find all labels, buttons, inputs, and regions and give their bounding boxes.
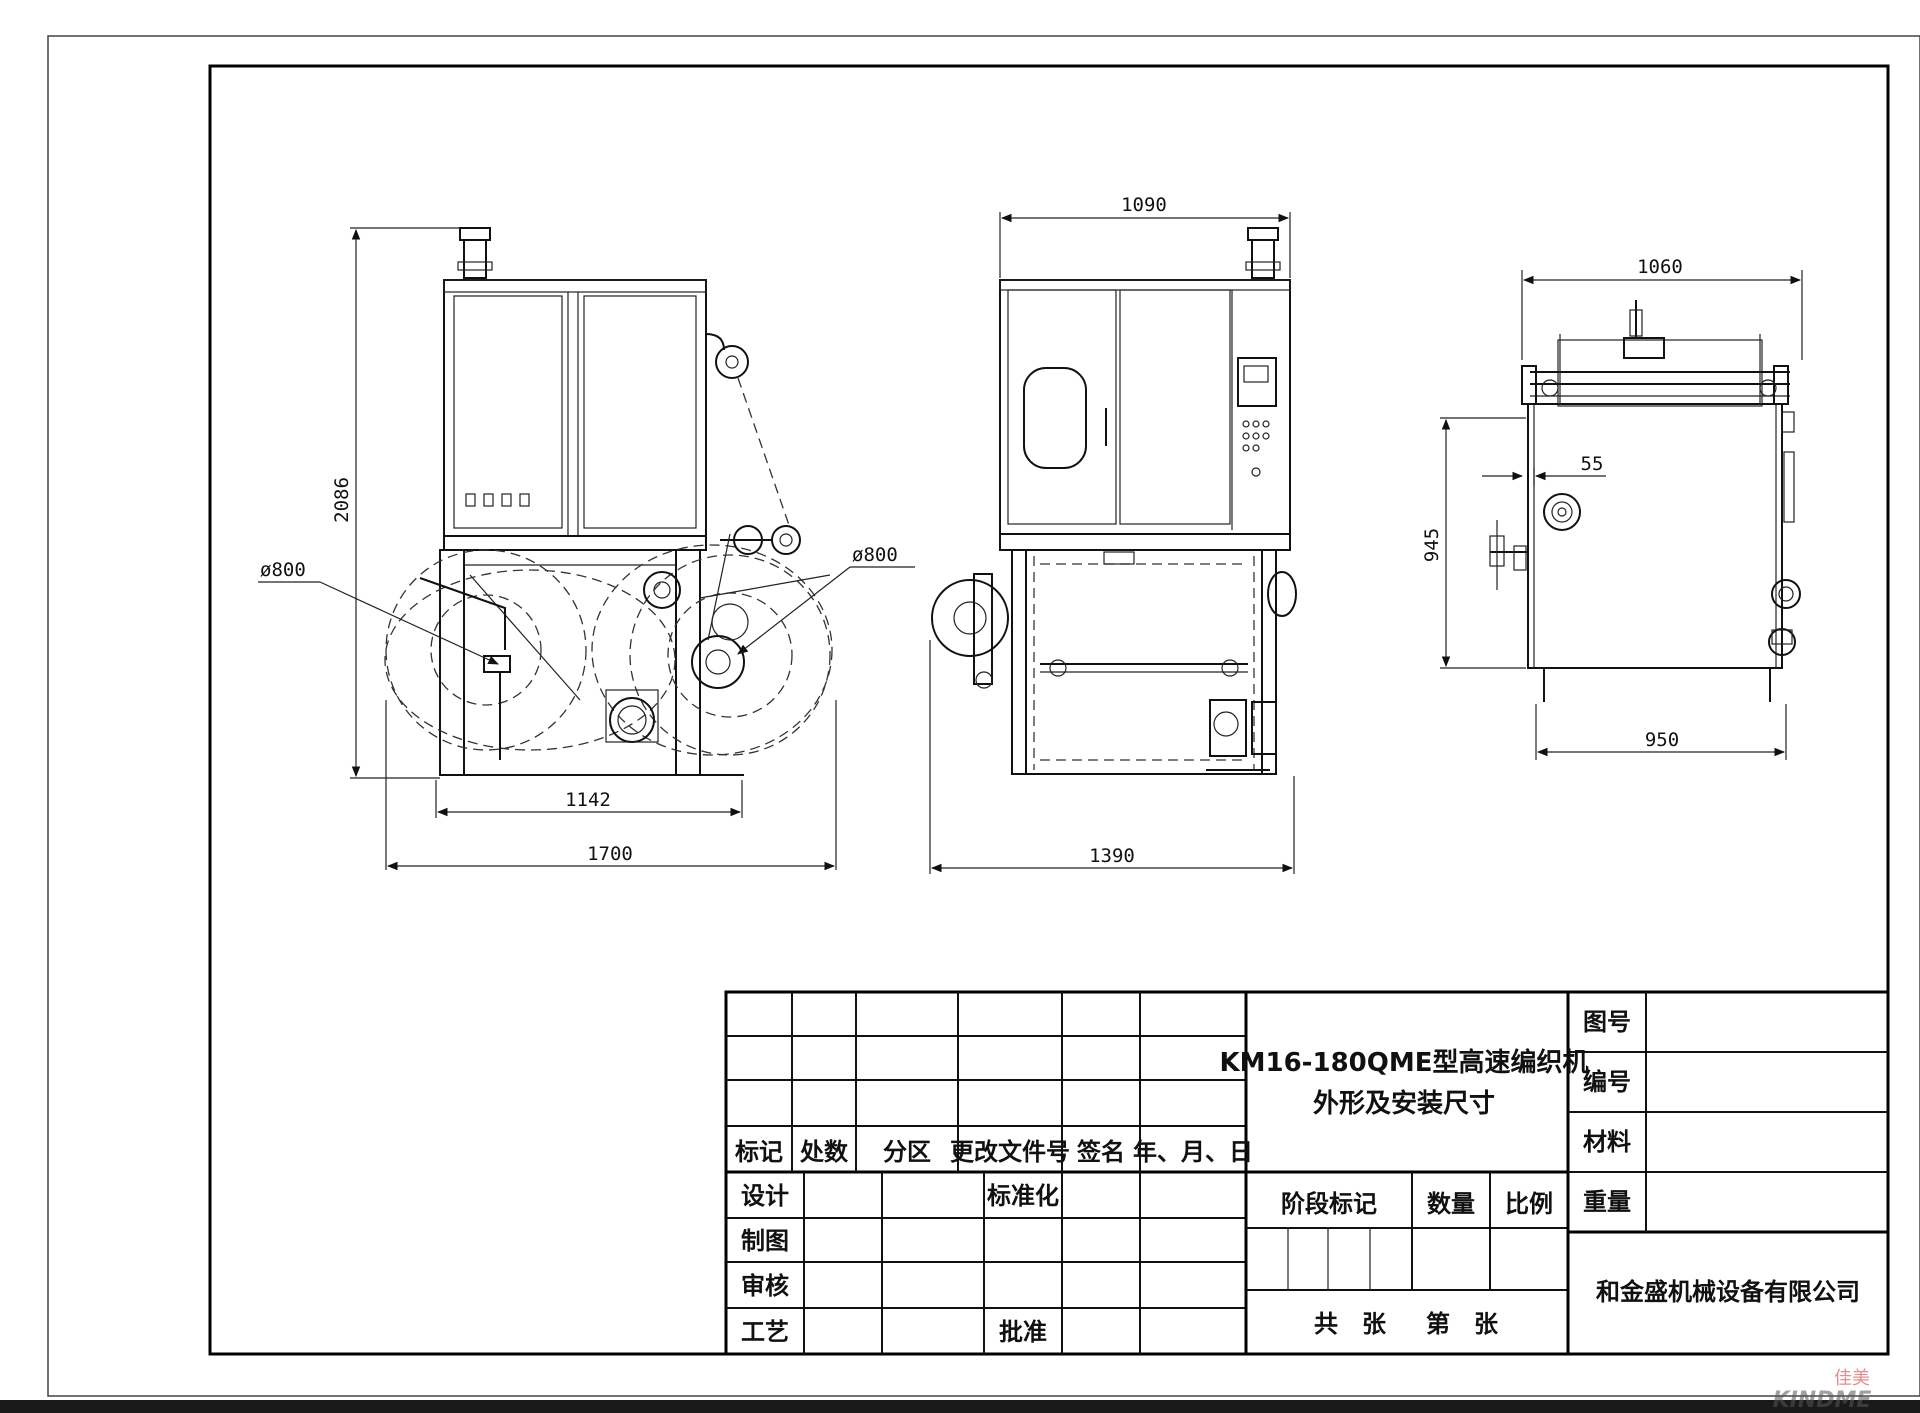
scan-edge — [0, 1400, 1920, 1413]
top-offset-dim: 55 — [1581, 453, 1604, 475]
sheets-total: 共 张 — [1314, 1310, 1387, 1338]
front-overall-width-dim: 1390 — [1089, 845, 1135, 867]
watermark-logo: 佳美 KINDME — [1773, 1368, 1872, 1413]
side-roll-left-dim: ø800 — [260, 559, 306, 581]
viewing-window — [1023, 367, 1087, 469]
label-standardization: 标准化 — [987, 1182, 1059, 1210]
top-view: 1060 55 945 950 — [1421, 256, 1803, 760]
label-approval: 批准 — [999, 1318, 1047, 1346]
rev-header-count: 处数 — [799, 1138, 849, 1166]
label-review: 审核 — [741, 1272, 789, 1300]
side-overall-width-dim: 1700 — [587, 843, 633, 865]
top-depth-dim: 945 — [1421, 528, 1443, 562]
label-weight: 重量 — [1583, 1188, 1631, 1216]
label-material: 材料 — [1583, 1128, 1631, 1156]
top-width-dim: 1060 — [1637, 256, 1683, 278]
side-base-width-dim: 1142 — [565, 789, 611, 811]
top-bottom-width-dim: 950 — [1645, 729, 1679, 751]
side-roll-right-dim: ø800 — [852, 544, 898, 566]
label-drawing-no: 图号 — [1583, 1008, 1631, 1036]
rev-header-signature: 签名 — [1076, 1138, 1125, 1166]
company-name: 和金盛机械设备有限公司 — [1596, 1278, 1860, 1306]
rev-header-mark: 标记 — [735, 1138, 783, 1166]
rev-header-zone: 分区 — [883, 1138, 931, 1166]
front-view: 1090 1390 — [929, 194, 1297, 874]
label-stage: 阶段标记 — [1281, 1190, 1377, 1218]
label-design: 设计 — [741, 1182, 789, 1210]
control-display — [1237, 357, 1277, 407]
rev-header-change-doc: 更改文件号 — [950, 1138, 1070, 1166]
watermark-brand-cn: 佳美 — [1834, 1368, 1870, 1389]
drawing-subtitle: 外形及安装尺寸 — [1313, 1089, 1495, 1119]
rev-header-date: 年、月、日 — [1133, 1138, 1253, 1166]
drawing-title: KM16-180QME型高速编织机 — [1219, 1047, 1588, 1078]
outer-border — [47, 35, 1920, 1397]
watermark-brand: KINDME — [1773, 1388, 1872, 1413]
label-drawing: 制图 — [741, 1227, 789, 1255]
title-block: 标记 处数 分区 更改文件号 签名 年、月、日 设计 制图 审核 工艺 标准化 … — [724, 990, 1890, 1356]
label-process: 工艺 — [741, 1318, 789, 1346]
label-code: 编号 — [1583, 1068, 1631, 1096]
sheet-number: 第 张 — [1426, 1310, 1499, 1338]
side-height-dim: 2086 — [331, 477, 353, 523]
front-top-width-dim: 1090 — [1121, 194, 1167, 216]
label-quantity: 数量 — [1427, 1190, 1475, 1218]
side-view: 2086 ø800 ø800 1142 1700 — [258, 227, 915, 871]
label-scale: 比例 — [1505, 1190, 1553, 1218]
